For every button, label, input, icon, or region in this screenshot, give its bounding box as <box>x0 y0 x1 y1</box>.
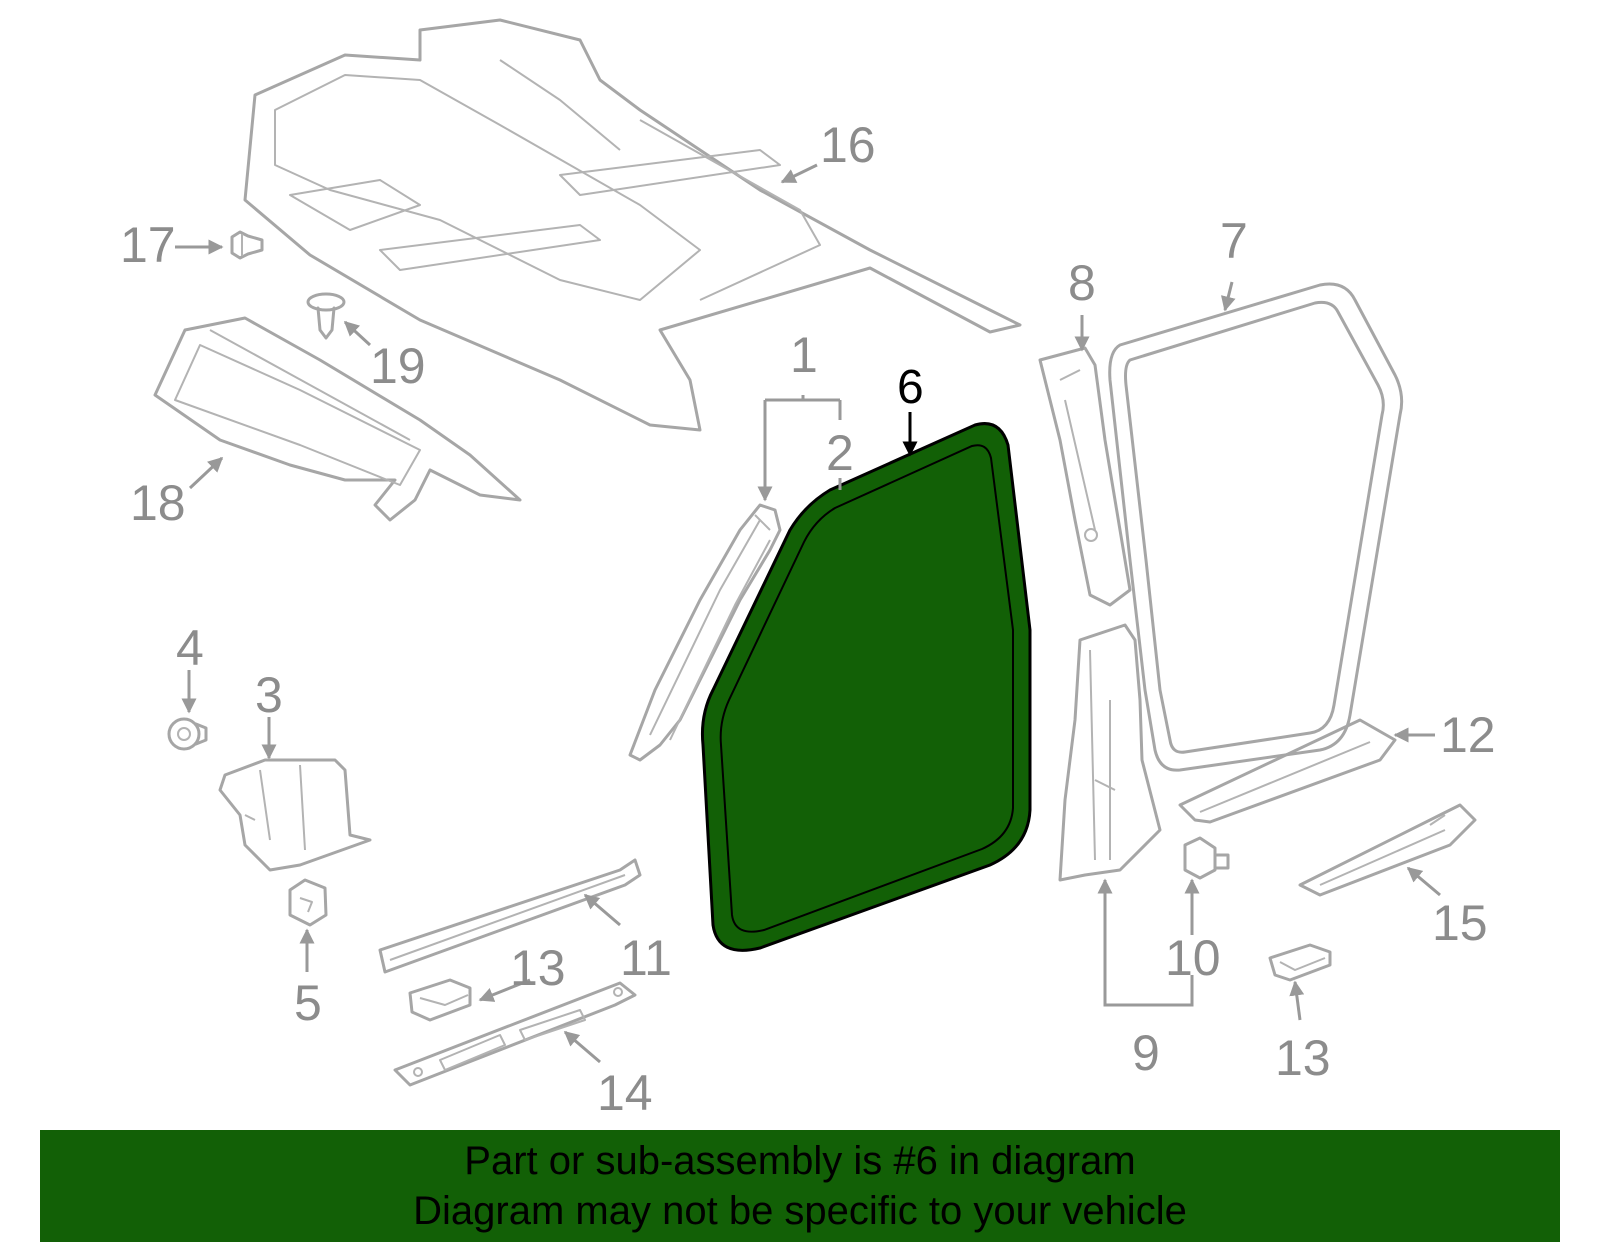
part-1-2-a-pillar-trim <box>628 503 782 762</box>
part-3-bracket <box>218 758 372 872</box>
part-17-clip <box>230 230 264 260</box>
parts-diagram: 16 17 19 18 4 3 5 1 2 6 7 8 12 10 9 15 1… <box>120 18 1496 1121</box>
callout-18: 18 <box>130 475 186 531</box>
callout-3: 3 <box>255 667 283 723</box>
callouts: 16 17 19 18 4 3 5 1 2 6 7 8 12 10 9 15 1… <box>120 117 1496 1121</box>
part-8-b-pillar-upper <box>1038 346 1132 607</box>
part-10-bolt <box>1183 836 1230 880</box>
part-11-scuff-plate <box>378 858 642 974</box>
callout-12: 12 <box>1440 707 1496 763</box>
part-15-scuff-plate <box>1298 803 1477 897</box>
callout-16: 16 <box>820 117 876 173</box>
caption-banner: Part or sub-assembly is #6 in diagram Di… <box>40 1130 1560 1242</box>
part-13-cover-right <box>1268 943 1332 982</box>
part-19-clip <box>306 292 346 340</box>
part-4-nut <box>167 717 208 751</box>
callout-6: 6 <box>897 361 924 414</box>
part-7-rear-door-weatherstrip <box>1108 282 1404 772</box>
callout-11: 11 <box>620 930 672 986</box>
part-16-floor-carpet <box>243 18 1022 432</box>
leader-lines <box>175 163 1441 1064</box>
caption-line-2: Diagram may not be specific to your vehi… <box>413 1189 1187 1233</box>
part-12-sill-plate <box>1178 718 1397 824</box>
callout-14: 14 <box>597 1065 653 1121</box>
callout-5: 5 <box>294 975 322 1031</box>
part-18-rear-floor-panel <box>153 316 522 522</box>
callout-15: 15 <box>1432 895 1488 951</box>
callout-13-right: 13 <box>1275 1030 1331 1086</box>
callout-10: 10 <box>1165 930 1221 986</box>
callout-17: 17 <box>120 217 176 273</box>
callout-1: 1 <box>790 327 818 383</box>
part-9-b-pillar-lower <box>1058 623 1162 882</box>
part-14-sill-plate <box>393 981 637 1087</box>
part-5-clip <box>288 878 328 927</box>
part-13-cover-left <box>408 978 472 1022</box>
callout-4: 4 <box>176 620 204 676</box>
callout-8: 8 <box>1068 255 1096 311</box>
callout-7: 7 <box>1220 213 1248 269</box>
caption-line-1: Part or sub-assembly is #6 in diagram <box>464 1139 1136 1183</box>
callout-9: 9 <box>1132 1025 1160 1081</box>
part-6-weatherstrip <box>701 422 1032 952</box>
callout-13-left: 13 <box>510 940 566 996</box>
callout-2: 2 <box>826 425 854 481</box>
callout-19: 19 <box>370 338 426 394</box>
